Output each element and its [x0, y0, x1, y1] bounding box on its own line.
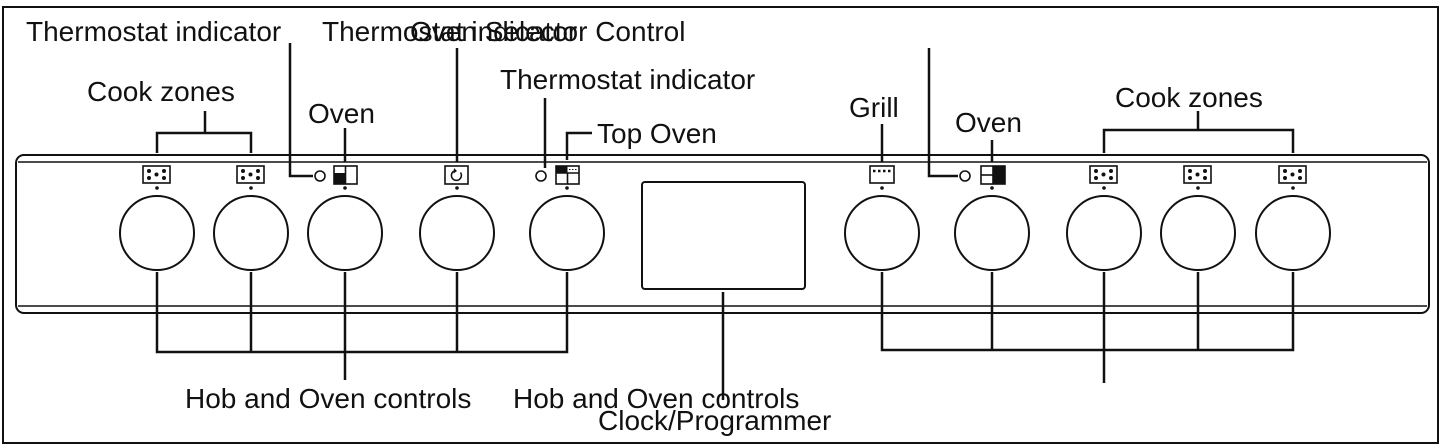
hob-oven-controls-label: Hob and Oven controls — [513, 383, 799, 414]
top-oven-knob[interactable] — [529, 195, 605, 271]
oven-selector-control-label: Oven Selector Control — [410, 16, 685, 47]
clock-programmer-label: Clock/Programmer — [598, 405, 831, 436]
cook-zones-label: Cook zones — [1115, 82, 1263, 113]
cook-zone-icon — [236, 165, 265, 184]
cook-zone-knob[interactable] — [1066, 195, 1142, 271]
cook-zone-knob[interactable] — [1255, 195, 1331, 271]
knob-marker-dots — [155, 186, 1295, 190]
thermostat-indicator-light — [314, 170, 326, 182]
grill-knob[interactable] — [844, 195, 920, 271]
grill-label: Grill — [849, 92, 899, 123]
thermostat-indicator-label: Thermostat indicator — [500, 64, 755, 95]
oven-symbol-icon — [333, 165, 358, 185]
grill-symbol-icon — [869, 165, 895, 184]
cook-zone-knob[interactable] — [1160, 195, 1236, 271]
top-oven-label: Top Oven — [597, 118, 717, 149]
leader-lines — [155, 43, 1295, 400]
oven-label: Oven — [308, 98, 375, 129]
thermostat-indicator-light — [535, 170, 547, 182]
oven-knob[interactable] — [954, 195, 1030, 271]
top-oven-symbol-icon — [555, 165, 580, 185]
clock-programmer-display — [641, 181, 806, 290]
oven-label: Oven — [955, 107, 1022, 138]
cook-zones-label: Cook zones — [87, 76, 235, 107]
cook-zone-icon — [1278, 165, 1307, 184]
cook-zone-icon — [1089, 165, 1118, 184]
cook-zone-knob[interactable] — [119, 195, 195, 271]
oven-symbol-icon — [980, 165, 1006, 185]
outer-frame — [2, 6, 1439, 444]
cook-zone-icon — [142, 165, 171, 184]
thermostat-indicator-label: Thermostat indicator — [322, 16, 577, 47]
oven-selector-knob[interactable] — [419, 195, 495, 271]
oven-selector-icon — [444, 165, 469, 185]
hob-oven-controls-label: Hob and Oven controls — [185, 383, 471, 414]
thermostat-indicator-light — [959, 170, 971, 182]
cook-zone-knob[interactable] — [213, 195, 289, 271]
thermostat-indicator-label: Thermostat indicator — [26, 16, 281, 47]
oven-knob[interactable] — [307, 195, 383, 271]
cook-zone-icon — [1183, 165, 1212, 184]
